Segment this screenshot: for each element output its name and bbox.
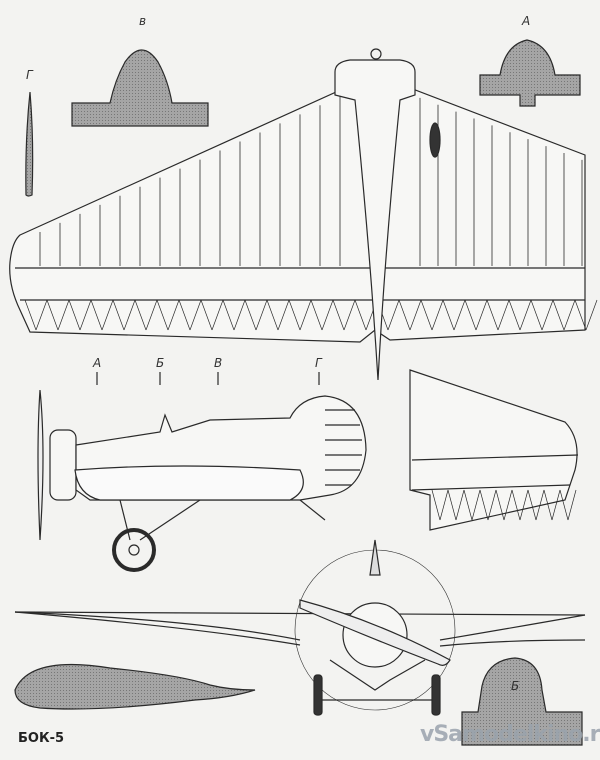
truss-member	[464, 299, 477, 331]
truss-member	[442, 299, 455, 331]
truss-member	[46, 299, 59, 331]
truss-member	[431, 489, 441, 521]
truss-member	[463, 489, 473, 521]
truss-member	[35, 299, 48, 331]
truss-member	[475, 299, 488, 331]
truss-member	[574, 299, 587, 331]
engine-cowling-side	[49, 429, 77, 501]
truss-member	[68, 299, 81, 331]
truss-member	[503, 489, 513, 521]
label-section-g: Г	[26, 68, 33, 82]
section-v	[71, 49, 209, 127]
wing-panel-detail	[409, 369, 578, 531]
truss-member	[288, 299, 301, 331]
truss-member	[487, 489, 497, 521]
label-station-v: В	[214, 356, 223, 370]
truss-member	[497, 299, 510, 331]
truss-member	[519, 489, 529, 521]
truss-member	[563, 299, 576, 331]
truss-member	[585, 299, 598, 331]
truss-member	[134, 299, 147, 331]
wheel-front-left	[313, 674, 323, 716]
truss-member	[57, 299, 70, 331]
label-station-g: Г	[315, 356, 322, 370]
truss-member	[90, 299, 103, 331]
truss-member	[145, 299, 158, 331]
wheel-top-view	[429, 122, 441, 158]
label-section-b: Б	[511, 679, 520, 693]
truss-member	[266, 299, 279, 331]
truss-member	[409, 299, 422, 331]
label-section-a: А	[522, 14, 531, 28]
truss-member	[255, 299, 268, 331]
truss-member	[354, 299, 367, 331]
truss-member	[321, 299, 334, 331]
truss-member	[167, 299, 180, 331]
truss-member	[453, 299, 466, 331]
propeller-hub	[370, 48, 382, 60]
truss-member	[559, 489, 569, 521]
airfoil-profile	[14, 663, 256, 710]
truss-member	[519, 299, 532, 331]
wheel-front-right	[431, 674, 441, 716]
truss-member	[530, 299, 543, 331]
label-section-v: в	[139, 14, 147, 28]
truss-member	[508, 299, 521, 331]
truss-member	[541, 299, 554, 331]
truss-member	[299, 299, 312, 331]
truss-member	[156, 299, 169, 331]
truss-member	[527, 489, 537, 521]
truss-member	[551, 489, 561, 521]
truss-member	[222, 299, 235, 331]
fuselage-top-view	[334, 59, 416, 381]
tail-ribs	[325, 409, 362, 486]
truss-member	[244, 299, 257, 331]
label-station-a: А	[93, 356, 102, 370]
truss-member	[24, 299, 37, 331]
truss-member	[447, 489, 457, 521]
truss-member	[511, 489, 521, 521]
truss-member	[200, 299, 213, 331]
truss-member	[189, 299, 202, 331]
drawing-title: БОК-5	[18, 731, 65, 746]
truss-member	[552, 299, 565, 331]
truss-member	[123, 299, 136, 331]
truss-member	[112, 299, 125, 331]
wing-front-view	[14, 611, 586, 616]
section-b	[461, 657, 583, 746]
truss-member	[233, 299, 246, 331]
propeller-side	[37, 389, 44, 541]
truss-member	[543, 489, 553, 521]
truss-member	[178, 299, 191, 331]
wheel-side-view	[112, 528, 156, 572]
truss-member	[479, 489, 489, 521]
truss-member	[277, 299, 290, 331]
label-station-b: Б	[156, 356, 165, 370]
truss-member	[567, 489, 577, 521]
truss-member	[495, 489, 505, 521]
truss-member	[398, 299, 411, 331]
truss-member	[332, 299, 345, 331]
truss-member	[471, 489, 481, 521]
watermark: vSamodelkino.ru	[420, 722, 600, 747]
truss-member	[387, 299, 400, 331]
truss-member	[486, 299, 499, 331]
propeller-front	[299, 599, 451, 666]
truss-member	[79, 299, 92, 331]
truss-member	[431, 299, 444, 331]
truss-member	[439, 489, 449, 521]
truss-member	[310, 299, 323, 331]
truss-member	[535, 489, 545, 521]
truss-member	[343, 299, 356, 331]
truss-member	[455, 489, 465, 521]
section-g	[25, 91, 34, 197]
wing-planform	[9, 87, 586, 343]
truss-member	[101, 299, 114, 331]
truss-member	[420, 299, 433, 331]
truss-member	[211, 299, 224, 331]
section-a	[479, 39, 581, 107]
